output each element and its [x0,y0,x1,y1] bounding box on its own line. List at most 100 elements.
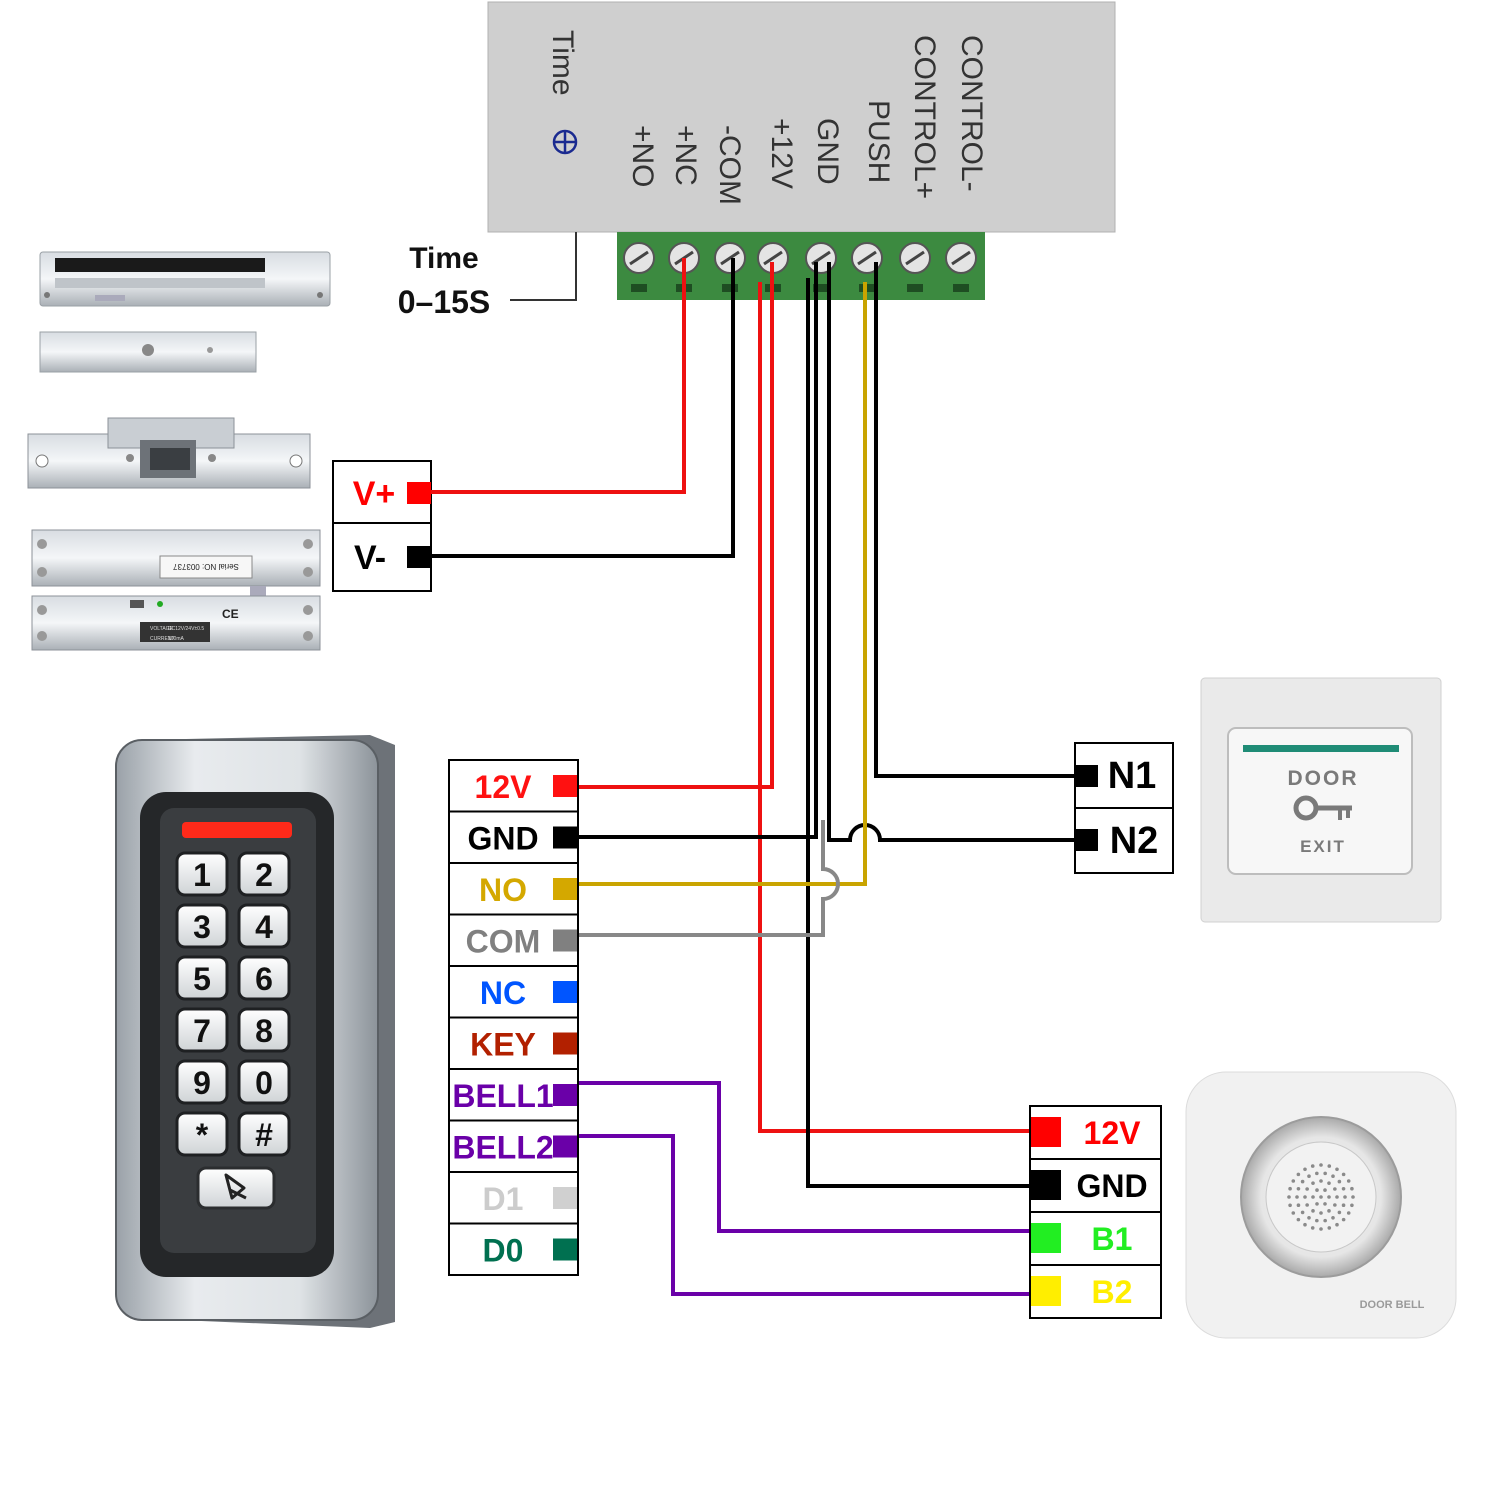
wires [431,258,1076,1296]
exit-button-door-text: DOOR [1288,767,1359,790]
lock-serial-label: Serial NO: 003737 [173,562,239,571]
terminal-screw [623,242,655,292]
keypad-terminal-label: COM [466,924,541,960]
keypad-terminal-label: D0 [483,1233,524,1269]
keypad-terminal-pin: KEY [448,1016,579,1070]
keypad-key[interactable]: 5 [175,955,229,1001]
exit-button-exit-text: EXIT [1300,837,1346,856]
doorbell-terminal-label: 12V [1084,1115,1142,1151]
power-supply-label: GND [811,118,844,185]
keypad-terminal-label: NO [479,872,527,908]
time-adjust-knob [552,116,618,176]
keypad-terminal-pin: BELL2 [448,1119,579,1173]
lock-voltage-label: VOLTAGE [150,626,174,632]
keypad-keys: 1 2 3 4 5 6 7 8 9 0 * # [175,851,291,1157]
keypad-status-led [182,822,292,838]
wire-bell1-to-b1 [577,1081,1031,1233]
keypad-terminal-pin: 12V [448,759,579,813]
wire-nc-to-vplus [431,258,686,494]
lock-voltage-value: DC12V/24V±0.5 [168,626,204,632]
doorbell-terminal-pin: B1 [1029,1211,1162,1266]
keypad-key-label: 0 [255,1065,273,1101]
keypad-terminal-pin: NC [448,965,579,1019]
doorbell-terminal-pin: 12V [1029,1105,1162,1160]
wire-push-to-keypad-no [577,282,867,886]
keypad-terminal-label: D1 [483,1181,524,1217]
keypad-terminal-pin: D1 [448,1171,579,1225]
keypad-key[interactable]: 6 [237,955,291,1001]
keypad-key[interactable]: * [175,1111,229,1157]
keypad-key-label: 9 [193,1065,211,1101]
keypad-terminal-pin: NO [448,862,579,916]
exit-terminal-n1: N1 [1108,755,1157,797]
keypad-key[interactable]: 0 [237,1059,291,1105]
bell-icon [224,1173,247,1200]
doorbell-terminal-label: GND [1076,1168,1147,1204]
doorbell-terminal-pin: GND [1029,1158,1162,1213]
keypad-key-label: # [255,1117,273,1153]
keypad-key[interactable]: 1 [175,851,229,897]
keypad-key-label: 6 [255,961,273,997]
magnetic-lock [39,251,331,307]
wire-12v-to-bell [758,282,1031,1133]
key-icon [1293,795,1352,821]
electric-strike [27,417,311,489]
vplus-pin [407,482,431,504]
keypad-key[interactable]: # [237,1111,291,1157]
keypad-key-label: 4 [255,909,273,945]
doorbell-terminal-pin: B2 [1029,1264,1162,1319]
keypad-key[interactable]: 2 [237,851,291,897]
keypad-key-label: * [196,1117,209,1153]
lock-current-label: CURRENT [150,636,174,642]
keypad-terminal-pin: GND [448,810,579,864]
power-supply-label: +12V [765,118,798,189]
wire-12v-to-keypad [577,262,774,789]
keypad-bell-key[interactable] [196,1166,276,1210]
keypad-key[interactable]: 3 [175,903,229,949]
time-callout: Time 0–15S [398,232,577,320]
doorbell-brand: DOOR BELL [1360,1299,1425,1311]
keypad-key-label: 8 [255,1013,273,1049]
keypad-terminal-label: GND [467,821,538,857]
doorbell-device: DOOR BELL [1185,1071,1457,1339]
keypad-key[interactable]: 9 [175,1059,229,1105]
keypad-key[interactable]: 4 [237,903,291,949]
armature-plate [39,331,257,373]
keypad-terminal-label: NC [480,975,526,1011]
power-supply-label: PUSH [862,100,895,183]
keypad-key-label: 5 [193,961,211,997]
wire-com-to-vminus [431,258,735,558]
wire-push-to-n1 [874,262,1076,778]
lock-terminal: V+ V- [332,460,432,592]
power-supply-label: +NC [669,125,702,186]
time-callout-leader [510,232,577,301]
bolt-lock: Serial NO: 003737 VOLTAGE DC12V/24V±0.5 … [31,529,321,651]
power-supply-label: Time [546,30,579,96]
keypad-key-label: 3 [193,909,211,945]
exit-push-plate[interactable] [1227,727,1413,875]
vminus-pin [407,546,431,568]
lock-vplus-label: V+ [353,475,396,513]
keypad-terminal-pin: D0 [448,1222,579,1276]
keypad-key-label: 2 [255,857,273,893]
keypad-key-label: 7 [193,1013,211,1049]
power-supply-label: CONTROL+ [908,35,941,199]
terminal-screw [945,242,977,292]
terminal-screw [899,242,931,292]
keypad-key-label: 1 [193,857,211,893]
wire-bell2-to-b2 [577,1134,1031,1296]
time-callout-range: 0–15S [398,284,491,320]
keypad-key[interactable]: 7 [175,1007,229,1053]
lock-vminus-label: V- [354,539,386,577]
keypad-terminal-label: BELL2 [452,1130,553,1166]
keypad-key[interactable]: 8 [237,1007,291,1053]
terminal-screw [714,242,746,292]
exit-button-device: DOOR EXIT [1200,677,1442,923]
power-supply-case [487,1,1116,233]
keypad-terminal-label: KEY [470,1027,536,1063]
